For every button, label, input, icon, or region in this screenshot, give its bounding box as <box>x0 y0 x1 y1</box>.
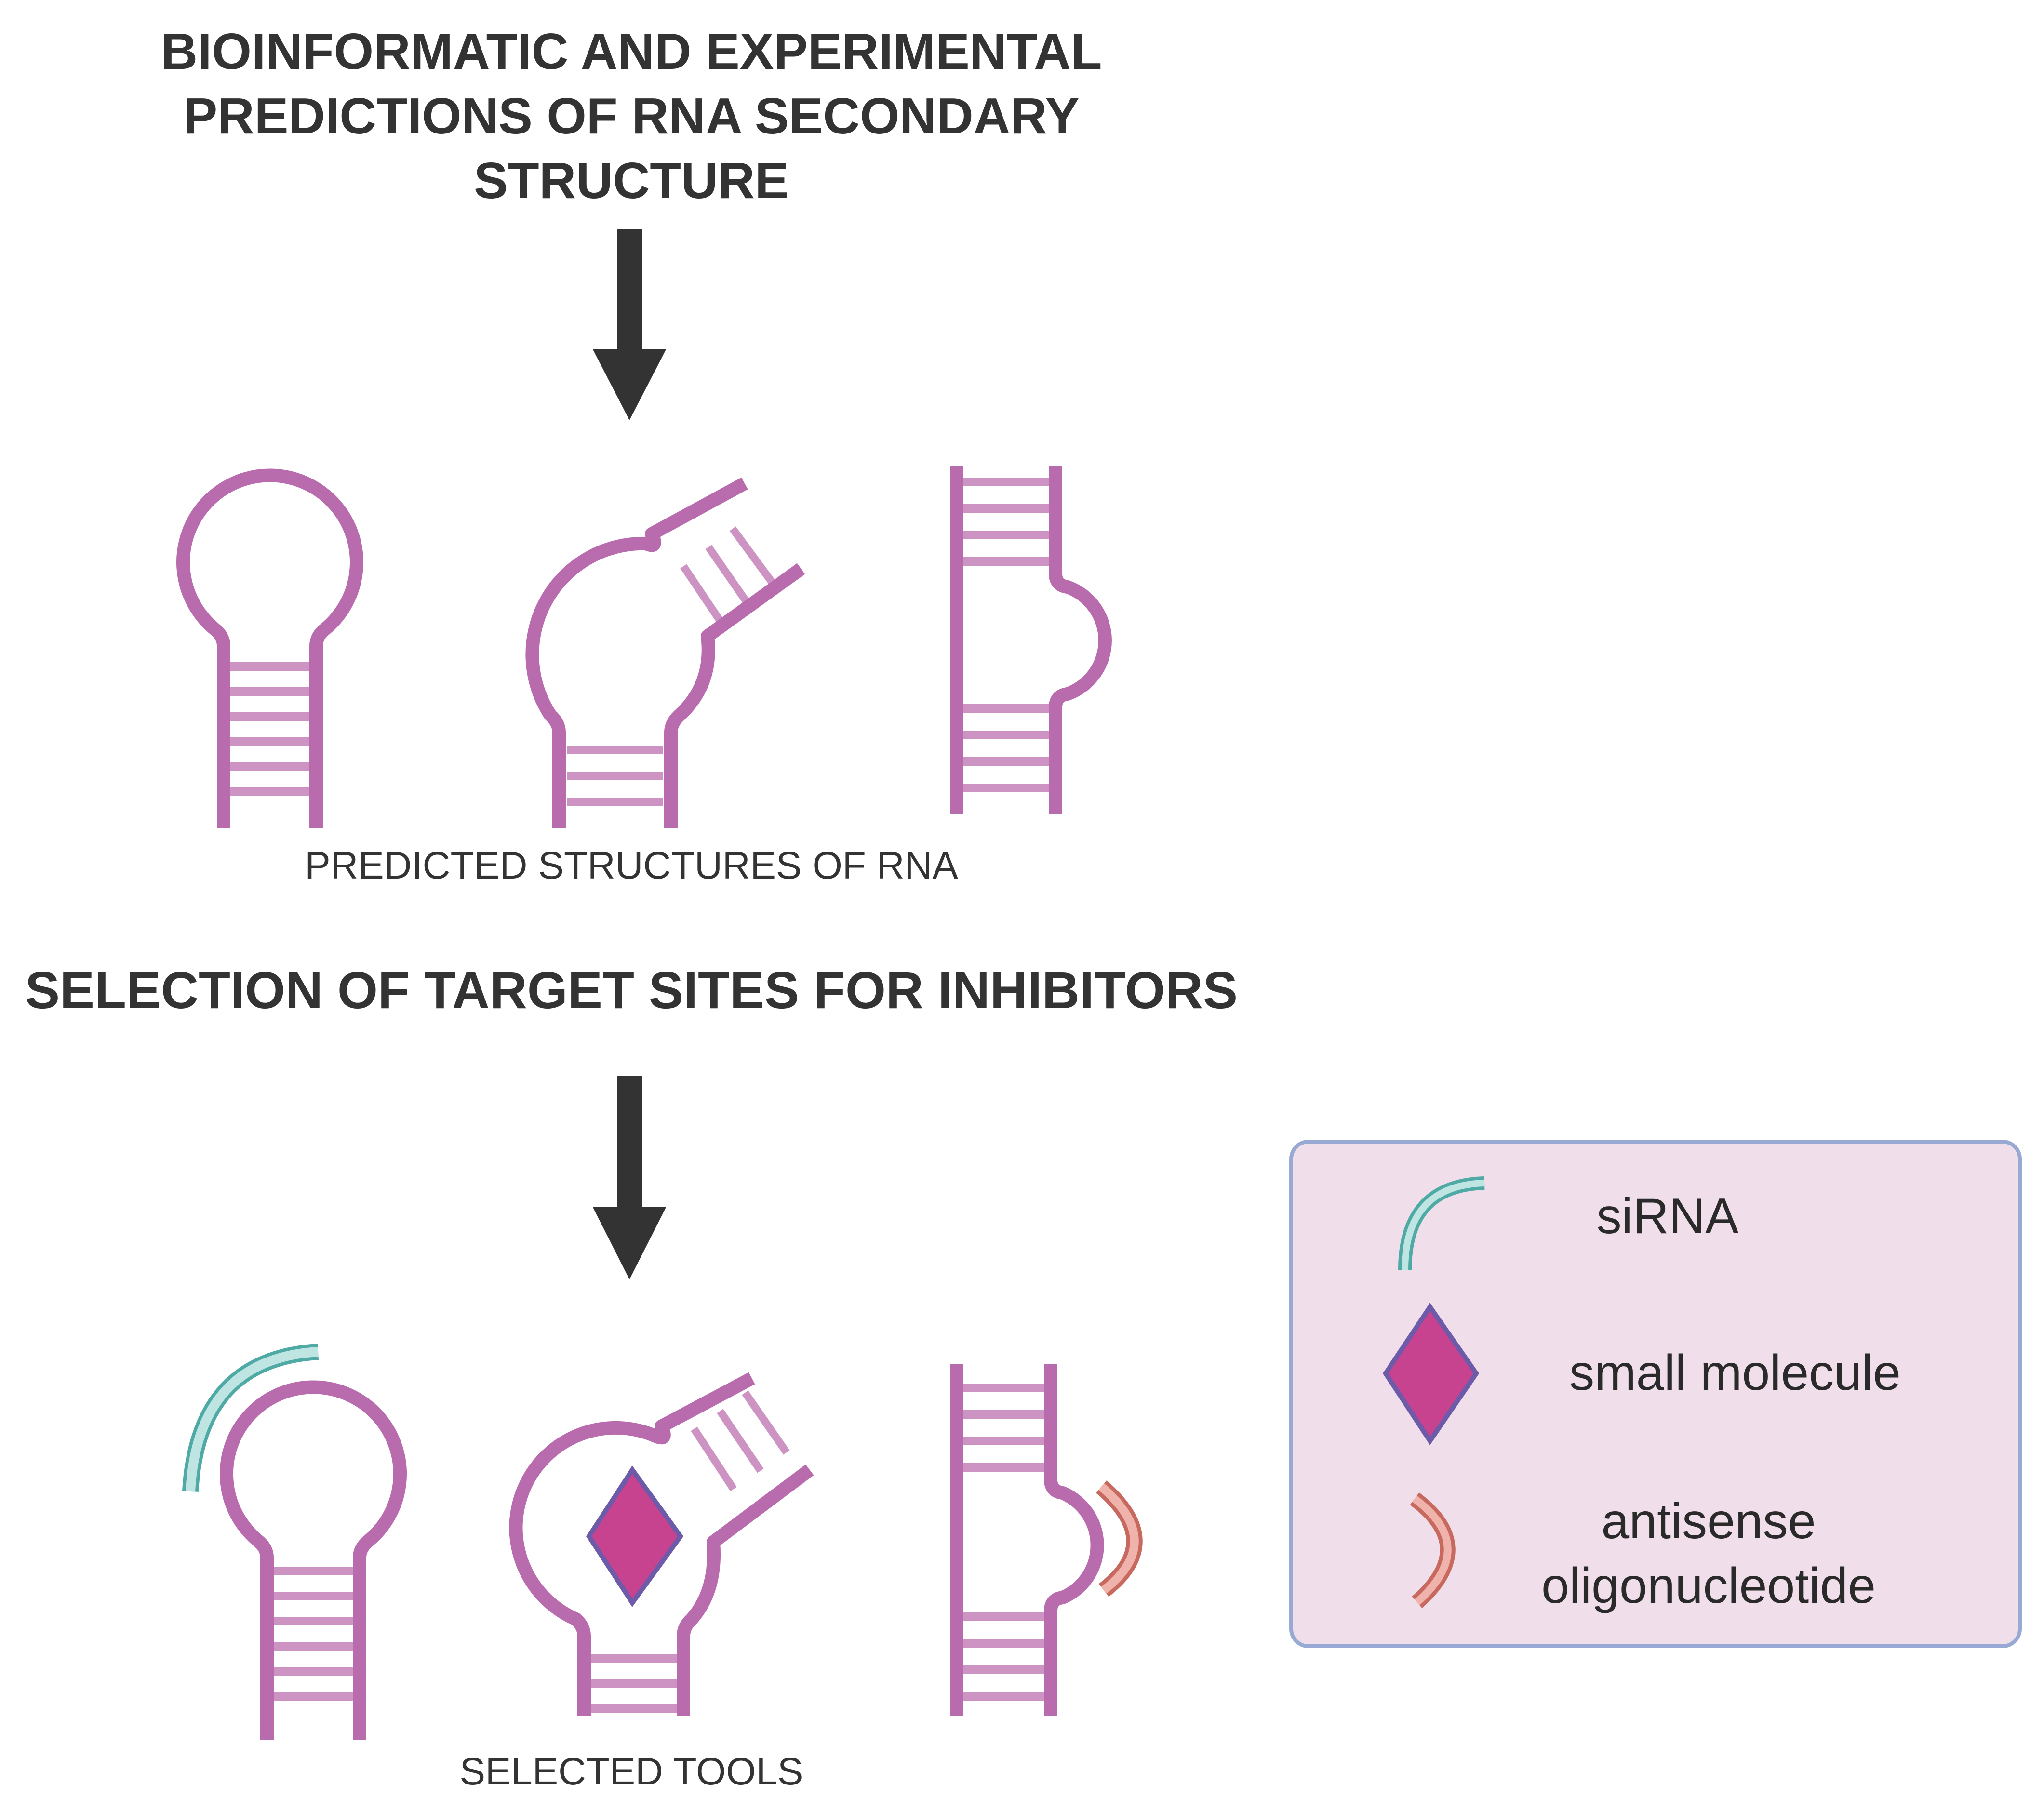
legend-label-small-molecule: small molecule <box>1569 1345 1901 1401</box>
antisense-strand <box>1098 1483 1139 1594</box>
rna-bulge-small-molecule-bottom <box>509 1372 814 1716</box>
rna-bulge-stem-top <box>525 477 805 828</box>
legend-label-sirna: siRNA <box>1596 1188 1739 1244</box>
legend-label-antisense: antisense oligonucleotide <box>1460 1489 1957 1618</box>
rna-hairpin-top <box>176 468 363 828</box>
caption-predicted-structures: PREDICTED STRUCTURES OF RNA <box>305 844 958 887</box>
rna-internal-loop-antisense-bottom <box>950 1364 1143 1716</box>
middle-title: SELECTION OF TARGET SITES FOR INHIBITORS <box>25 961 1238 1019</box>
top-title-line-2: PREDICTIONS OF RNA SECONDARY <box>183 88 1080 145</box>
legend-label-antisense-line-2: oligonucleotide <box>1541 1558 1876 1614</box>
arrow-top <box>593 229 666 420</box>
rna-internal-loop-top <box>950 466 1112 814</box>
legend-label-antisense-line-1: antisense <box>1601 1493 1816 1549</box>
small-molecule-diamond <box>586 1465 684 1607</box>
rna-hairpin-sirna-bottom <box>182 1344 407 1740</box>
top-title-line-1: BIOINFORMATIC AND EXPERIMENTAL <box>160 23 1102 80</box>
arrow-middle <box>593 1076 666 1279</box>
top-title-line-3: STRUCTURE <box>474 152 789 209</box>
caption-selected-tools: SELECTED TOOLS <box>459 1750 803 1793</box>
top-title: BIOINFORMATIC AND EXPERIMENTAL PREDICTIO… <box>96 19 1166 213</box>
sirna-strand <box>186 1347 319 1492</box>
